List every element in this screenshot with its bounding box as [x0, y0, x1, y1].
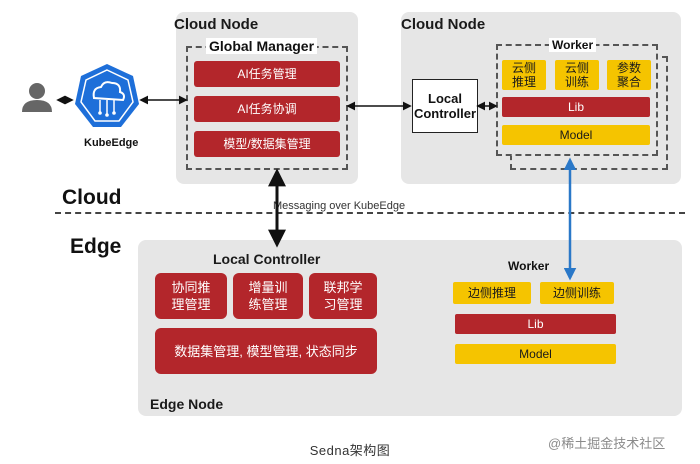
gm-item-ai-task-management: AI任务管理 [194, 61, 340, 87]
edge-lc-collab-inference: 协同推理管理 [155, 273, 227, 319]
watermark: @稀土掘金技术社区 [548, 436, 666, 451]
edge-lc-federated-learning: 联邦学习管理 [309, 273, 377, 319]
messaging-label: Messaging over KubeEdge [271, 200, 408, 212]
cloud-edge-divider [55, 212, 685, 214]
diagram-caption: Sedna架构图 [309, 443, 391, 458]
cloud-worker-task-training: 云侧训练 [555, 60, 599, 90]
edge-worker-model: Model [455, 344, 616, 364]
cloud-worker-lib: Lib [502, 97, 650, 117]
kubeedge-logo-icon [75, 64, 139, 127]
cloud-region-label: Cloud [62, 186, 122, 209]
cloud-local-controller-label: Local Controller [413, 91, 477, 121]
user-icon [22, 83, 52, 112]
gm-item-model-dataset-management: 模型/数据集管理 [194, 131, 340, 157]
cloud-worker-title: Worker [549, 38, 597, 52]
kubeedge-label: KubeEdge [84, 137, 139, 149]
edge-node-title: Edge Node [150, 396, 224, 412]
edge-worker-lib: Lib [455, 314, 616, 334]
edge-lc-incremental-training: 增量训练管理 [233, 273, 303, 319]
cloud-worker-task-inference: 云侧推理 [502, 60, 546, 90]
cloud-worker-model: Model [502, 125, 650, 145]
global-manager-title: Global Manager [206, 38, 318, 54]
cloud-local-controller-box: Local Controller [412, 79, 478, 133]
edge-worker-task-inference: 边侧推理 [453, 282, 531, 304]
cloud-node-title-left: Cloud Node [174, 16, 259, 33]
edge-local-controller-title: Local Controller [213, 251, 321, 267]
cloud-node-title-right: Cloud Node [401, 16, 486, 33]
edge-worker-task-training: 边侧训练 [540, 282, 614, 304]
edge-region-label: Edge [70, 235, 122, 258]
edge-worker-title: Worker [508, 259, 550, 273]
gm-item-ai-task-coordination: AI任务协调 [194, 96, 340, 122]
edge-lc-dataset-model-state: 数据集管理, 模型管理, 状态同步 [155, 328, 377, 374]
cloud-worker-task-aggregation: 参数聚合 [607, 60, 651, 90]
